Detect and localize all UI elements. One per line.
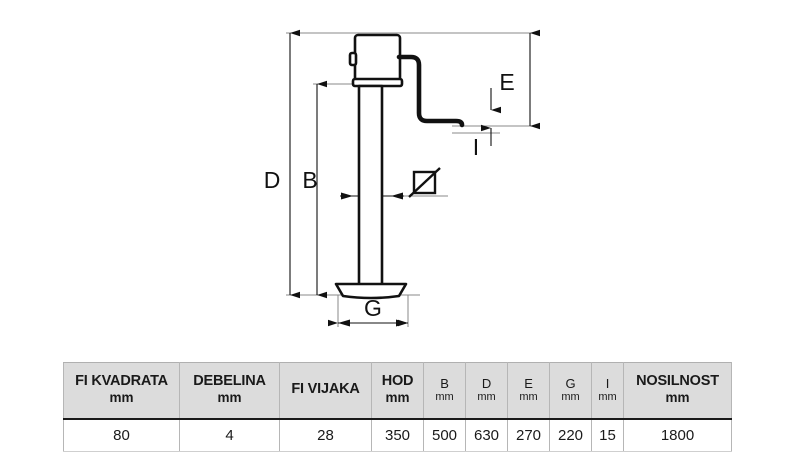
table-header-fi-vijaka: FI VIJAKA: [279, 362, 372, 420]
table-header-row: FI KVADRATA mm DEBELINA mm FI VIJAKA HOD…: [63, 362, 732, 420]
header-main-label: I: [605, 375, 610, 391]
extension-lines: [286, 32, 534, 327]
header-main-label: DEBELINA: [193, 373, 266, 390]
table-header-e: E mm: [507, 362, 550, 420]
dimension-label-E: E: [499, 69, 514, 95]
table-header-g: G mm: [549, 362, 592, 420]
cell-b: 500: [423, 419, 466, 452]
header-main-label: G: [565, 375, 576, 391]
cell-hod: 350: [371, 419, 424, 452]
header-unit-label: mm: [598, 390, 617, 403]
cell-g: 220: [549, 419, 592, 452]
technical-drawing: D B E I G: [264, 29, 540, 327]
dimension-line-I: I: [473, 88, 501, 160]
header-unit-label: mm: [519, 390, 538, 403]
foot-plate: [334, 282, 408, 300]
specification-table: FI KVADRATA mm DEBELINA mm FI VIJAKA HOD…: [63, 362, 732, 452]
cell-d: 630: [465, 419, 508, 452]
dimension-label-G: G: [364, 295, 382, 321]
dimension-label-B: B: [302, 167, 317, 193]
table-row: 80 4 28 350 500 630 270 220 15 1800: [63, 419, 732, 452]
specification-table-container: FI KVADRATA mm DEBELINA mm FI VIJAKA HOD…: [63, 362, 732, 452]
header-unit-label: mm: [561, 390, 580, 403]
table-header-b: B mm: [423, 362, 466, 420]
housing-nub: [348, 51, 358, 67]
header-main-label: NOSILNOST: [636, 373, 719, 390]
square-section-symbol: [408, 167, 441, 198]
table-header-i: I mm: [591, 362, 624, 420]
header-unit-label: mm: [435, 390, 454, 403]
header-main-label: D: [481, 375, 492, 391]
header-unit-label: mm: [477, 390, 496, 403]
square-head-housing: [353, 33, 402, 84]
cell-debelina: 4: [179, 419, 280, 452]
header-unit-label: mm: [217, 390, 242, 406]
table-header-nosilnost: NOSILNOST mm: [623, 362, 732, 420]
cell-i: 15: [591, 419, 624, 452]
cell-nosilnost: 1800: [623, 419, 732, 452]
header-main-label: E: [524, 375, 533, 391]
header-main-label: FI KVADRATA: [75, 373, 168, 390]
jack-stand-body: [334, 33, 408, 300]
dimension-line-D: D: [264, 29, 300, 299]
table-header-debelina: DEBELINA mm: [179, 362, 280, 420]
cell-e: 270: [507, 419, 550, 452]
cell-fi-kvadrata: 80: [63, 419, 180, 452]
dimension-label-D: D: [264, 167, 281, 193]
header-unit-label: mm: [109, 390, 134, 406]
dimension-line-G: G: [328, 295, 408, 327]
header-main-label: B: [440, 375, 449, 391]
header-unit-label: mm: [385, 390, 410, 406]
dimension-label-I: I: [473, 134, 479, 160]
header-main-label: HOD: [381, 373, 414, 390]
jack-stand-drawing-svg: D B E I G: [264, 29, 540, 327]
table-header-hod: HOD mm: [371, 362, 424, 420]
table-header-d: D mm: [465, 362, 508, 420]
inner-tube: [357, 84, 384, 288]
table-header-fi-kvadrata: FI KVADRATA mm: [63, 362, 180, 420]
header-main-label: FI VIJAKA: [291, 381, 360, 398]
header-unit-label: mm: [665, 390, 690, 406]
crank-handle: [396, 54, 465, 128]
dimension-line-tube-diameter: [340, 167, 441, 200]
cell-fi-vijaka: 28: [279, 419, 372, 452]
dimension-line-B: B: [302, 80, 327, 299]
dimension-line-E: E: [499, 29, 540, 130]
